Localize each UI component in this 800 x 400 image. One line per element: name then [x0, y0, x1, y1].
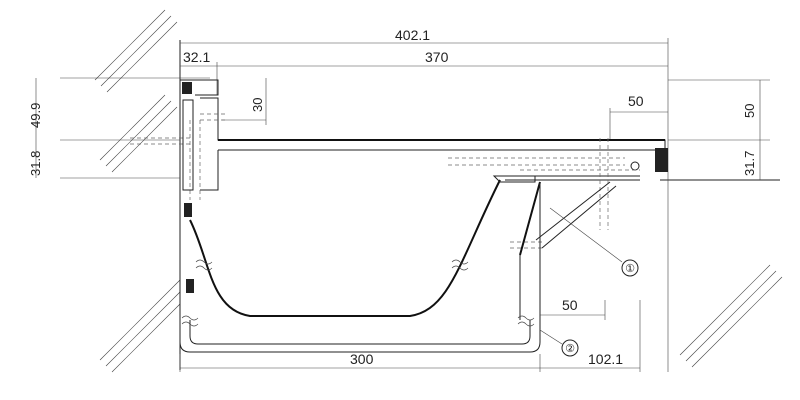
lower-channel	[179, 259, 541, 353]
callout-2-label: ②	[565, 342, 575, 355]
callout-2-leader	[539, 329, 563, 345]
right-wall-hatching	[679, 264, 783, 368]
dim-overall-width: 402.1	[395, 27, 430, 43]
dim-wall-offset: 32.1	[183, 49, 210, 65]
fasteners	[130, 113, 609, 249]
dim-lid-offset: 50	[628, 93, 644, 109]
tub-body	[189, 175, 541, 320]
dim-left-mid-height: 31.8	[28, 151, 43, 176]
callout-2-circle	[561, 339, 579, 357]
bottom-dimension-lines	[179, 180, 669, 372]
dim-right-mid-height: 31.7	[742, 151, 757, 176]
dim-body-length: 370	[425, 49, 449, 65]
top-dimension-lines	[35, 38, 770, 180]
dim-bottom-width: 300	[350, 351, 374, 367]
dim-bottom-right: 102.1	[588, 351, 623, 367]
callout-1-circle	[621, 259, 639, 277]
diagonal-strut-2	[541, 185, 617, 249]
diagonal-strut	[535, 181, 611, 241]
dim-left-top-height: 49.9	[28, 103, 43, 128]
lid-assembly	[180, 79, 668, 191]
left-bracket	[182, 99, 194, 293]
dim-bracket-height: 30	[250, 98, 265, 112]
dim-right-top-height: 50	[742, 104, 757, 118]
dim-inner-offset: 50	[562, 297, 578, 313]
left-wall-hatching	[94, 9, 181, 373]
callout-1-label: ①	[625, 262, 635, 275]
callout-1-leader	[549, 207, 623, 263]
